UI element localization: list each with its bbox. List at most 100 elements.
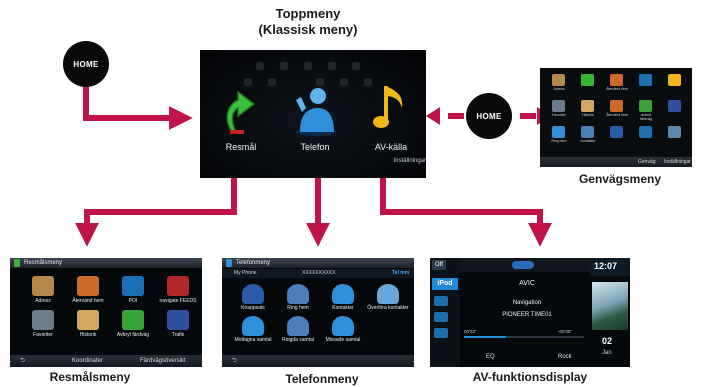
shortcut-item-icon[interactable] bbox=[610, 100, 623, 112]
dest-item-label: Trafik bbox=[171, 332, 185, 338]
shortcut-item-icon[interactable] bbox=[668, 100, 681, 112]
dest-item-label: navigate FEEDS bbox=[159, 298, 197, 304]
shortcut-item-label: Återvänd hem bbox=[606, 113, 628, 117]
av-source-icon[interactable] bbox=[434, 296, 448, 306]
phone-device-name: My Phone bbox=[234, 270, 257, 276]
arrow-home-to-top bbox=[83, 85, 193, 130]
phone-mini-icon bbox=[226, 259, 232, 267]
dest-item-label: Favoriter bbox=[33, 332, 53, 338]
progress-fill bbox=[464, 336, 506, 338]
route-overview-button[interactable]: Färdvägsöversikt bbox=[140, 358, 186, 364]
dest-bottom-bar: ⮌ Koordinater Färdvägsöversikt bbox=[10, 355, 202, 367]
phone-item-icon[interactable] bbox=[242, 284, 264, 304]
dest-item-icon[interactable] bbox=[122, 276, 144, 296]
dest-item-icon[interactable] bbox=[167, 276, 189, 296]
dest-item-icon[interactable] bbox=[122, 310, 144, 330]
phone-number: XXXXXXXXXX bbox=[302, 270, 336, 276]
date-month: Jan bbox=[602, 350, 612, 356]
top-menu-screen: Resmål Telefon AV-källa Inställningar bbox=[200, 50, 426, 178]
phone-status-bar: My Phone XXXXXXXXXX Tel mm bbox=[222, 269, 414, 278]
clock-time: 12:07 bbox=[594, 261, 618, 271]
coordinates-button[interactable]: Koordinater bbox=[72, 358, 104, 364]
shortcut-item-icon[interactable] bbox=[639, 74, 652, 86]
remaining-time: -02'45" bbox=[558, 329, 572, 334]
dest-item-label: Historik bbox=[79, 332, 97, 338]
shortcut-item-icon[interactable] bbox=[552, 126, 565, 138]
phone-item-icon[interactable] bbox=[242, 316, 264, 336]
av-source-icon[interactable] bbox=[434, 328, 448, 338]
top-menu-title: Toppmeny (Klassisk meny) bbox=[258, 6, 358, 37]
arrow-top-to-dest bbox=[75, 163, 237, 247]
phone-menu-label: Telefonmeny bbox=[285, 372, 359, 386]
album-art bbox=[592, 282, 628, 330]
home-button-right[interactable]: HOME bbox=[466, 93, 512, 139]
back-button[interactable]: ⮌ bbox=[232, 358, 237, 364]
rock-label[interactable]: Rock bbox=[558, 354, 572, 360]
phone-item-label: Missade samtal bbox=[325, 337, 361, 343]
dest-item-icon[interactable] bbox=[77, 276, 99, 296]
phone-signal-status: Tel mm bbox=[392, 270, 410, 276]
dest-item-icon[interactable] bbox=[32, 310, 54, 330]
shortcut-item-label: Kontakter bbox=[580, 139, 596, 143]
phone-item-label: Mottagna samtal bbox=[234, 337, 272, 343]
music-note-icon[interactable] bbox=[370, 80, 414, 135]
av-off-button[interactable]: Off bbox=[432, 260, 446, 270]
eq-label[interactable]: EQ bbox=[486, 354, 495, 360]
destination-arrow-icon[interactable] bbox=[214, 80, 264, 135]
pioneer-logo-icon bbox=[512, 261, 534, 269]
green-arrow-mini-icon bbox=[14, 259, 20, 267]
av-source-ipod[interactable]: iPod bbox=[432, 278, 458, 290]
dest-item-icon[interactable] bbox=[77, 310, 99, 330]
shortcut-item-label: Adress bbox=[553, 87, 565, 91]
shortcut-item-icon[interactable] bbox=[668, 126, 681, 138]
destination-menu-screen: Resmålsmeny Adress Återvänd hem POI navigat… bbox=[10, 258, 202, 367]
av-display-screen: Off iPod AVIC Navigation PIONEER TIME01 … bbox=[430, 258, 630, 367]
shortcut-item-label: Historik bbox=[582, 113, 594, 117]
dest-item-icon[interactable] bbox=[167, 310, 189, 330]
phone-person-icon[interactable] bbox=[292, 82, 340, 137]
shortcut-item-icon[interactable] bbox=[639, 126, 652, 138]
dest-item-label: Adress bbox=[35, 298, 51, 304]
shortcut-item-icon[interactable] bbox=[581, 100, 594, 112]
shortcut-item-label: Återvänd hem bbox=[606, 87, 628, 91]
top-menu-item-av[interactable]: AV-källa bbox=[374, 142, 408, 152]
date-day: 02 bbox=[602, 336, 613, 346]
shortcut-item-icon[interactable] bbox=[552, 74, 565, 86]
shortcut-bottom-bar: Genväg Inställningar bbox=[540, 157, 692, 167]
track-artist: PIONEER TIME01 bbox=[502, 312, 552, 318]
shortcut-item-icon[interactable] bbox=[668, 74, 681, 86]
top-menu-item-phone[interactable]: Telefon bbox=[300, 142, 330, 152]
phone-item-label: Ringda samtal bbox=[282, 337, 314, 343]
shortcut-item-icon[interactable] bbox=[581, 126, 594, 138]
shortcut-item-label: Favoriter bbox=[552, 113, 566, 117]
phone-item-icon[interactable] bbox=[332, 284, 354, 304]
dest-item-icon[interactable] bbox=[32, 276, 54, 296]
home-button-left[interactable]: HOME bbox=[63, 41, 109, 87]
top-menu-settings[interactable]: Inställningar bbox=[393, 158, 426, 164]
dest-item-label: POI bbox=[128, 298, 138, 304]
shortcut-item-icon[interactable] bbox=[552, 100, 565, 112]
phone-item-icon[interactable] bbox=[377, 284, 399, 304]
phone-item-icon[interactable] bbox=[287, 284, 309, 304]
back-button[interactable]: ⮌ bbox=[20, 358, 25, 364]
top-menu-item-destination[interactable]: Resmål bbox=[225, 142, 257, 152]
shortcut-item-icon[interactable] bbox=[610, 74, 623, 86]
phone-item-icon[interactable] bbox=[332, 316, 354, 336]
progress-track[interactable] bbox=[464, 336, 584, 338]
av-source-icon[interactable] bbox=[434, 312, 448, 322]
dest-title-bar: Resmålsmeny bbox=[10, 258, 202, 268]
phone-title-bar: Telefonmeny bbox=[222, 258, 414, 268]
phone-item-icon[interactable] bbox=[287, 316, 309, 336]
dest-item-label: Återvänd hem bbox=[72, 298, 104, 304]
phone-menu-screen: Telefonmeny My Phone XXXXXXXXXX Tel mm K… bbox=[222, 258, 414, 367]
shortcut-button[interactable]: Genväg bbox=[638, 159, 656, 165]
phone-item-label: Knappsats bbox=[241, 305, 265, 311]
shortcut-item-icon[interactable] bbox=[581, 74, 594, 86]
shortcut-item-icon[interactable] bbox=[610, 126, 623, 138]
phone-item-label: Överföra kontakter bbox=[367, 305, 409, 311]
phone-item-label: Kontakter bbox=[332, 305, 354, 311]
shortcut-item-icon[interactable] bbox=[639, 100, 652, 112]
shortcut-item-label: Avbrot färdväg bbox=[640, 113, 652, 121]
shortcut-settings-button[interactable]: Inställningar bbox=[664, 159, 691, 165]
